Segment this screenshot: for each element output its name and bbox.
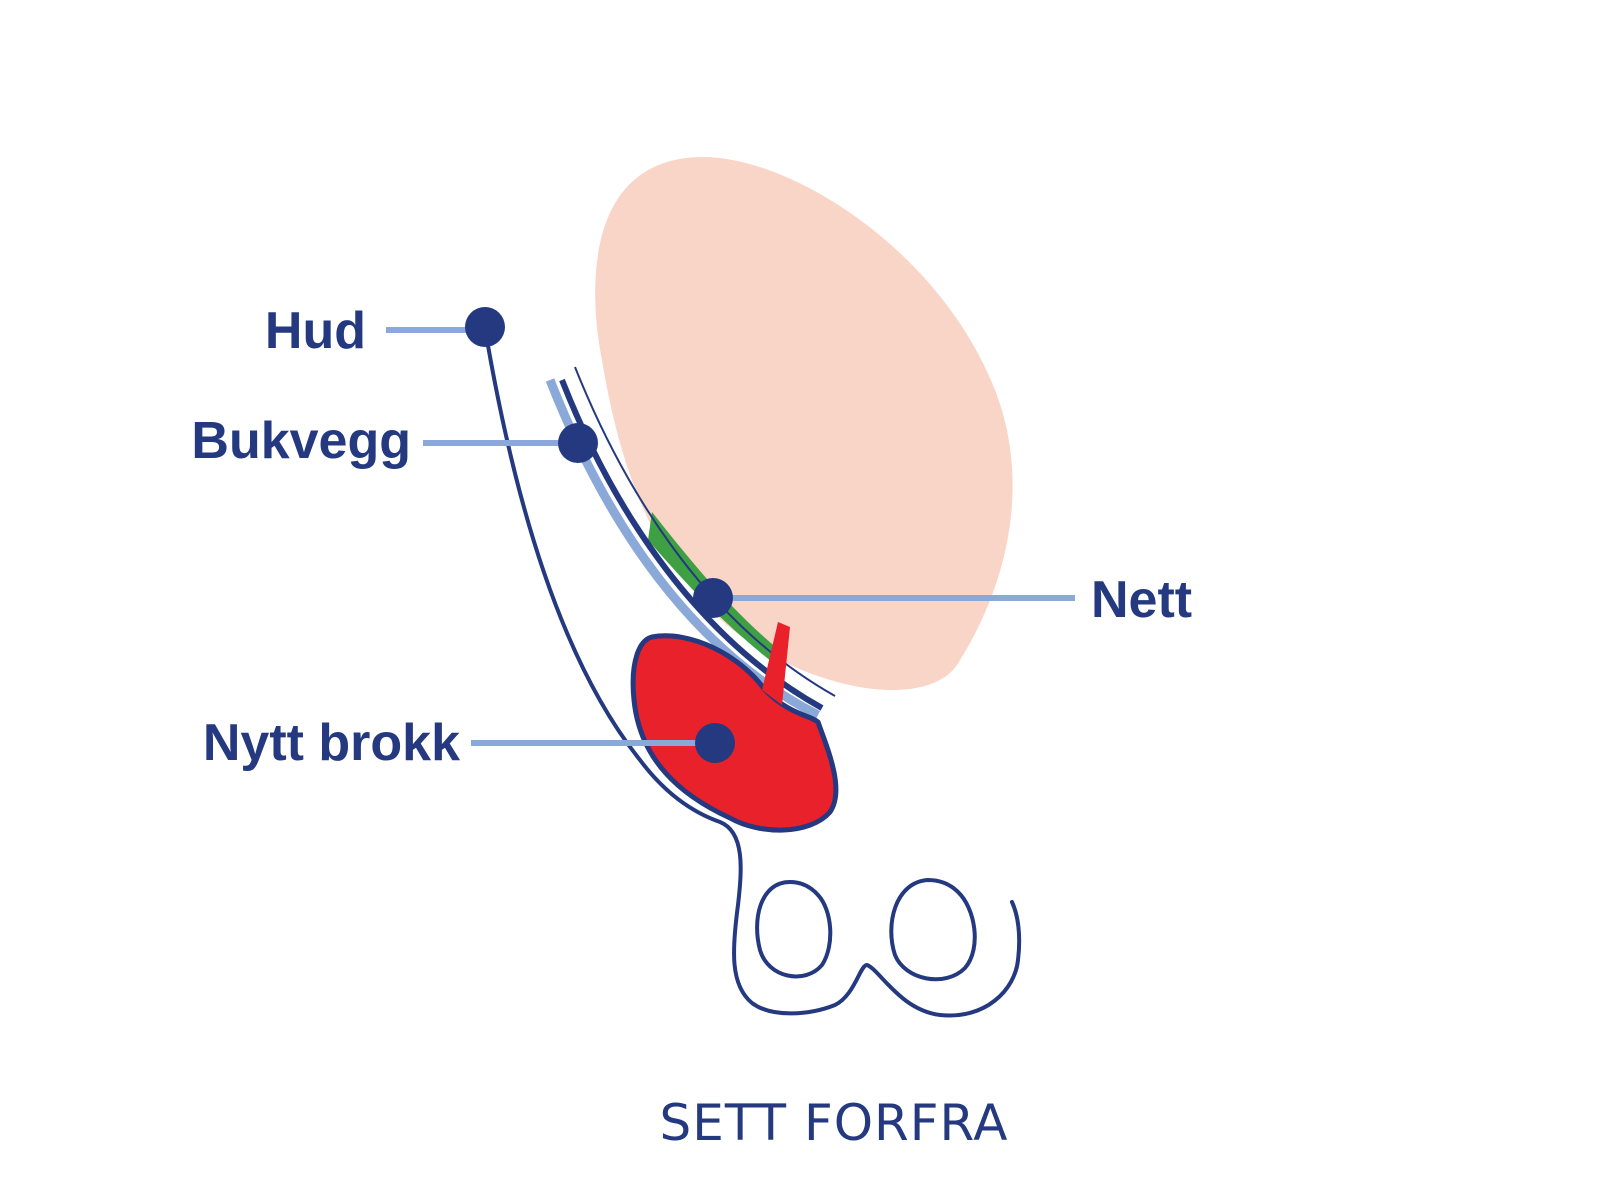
bukvegg-marker-dot xyxy=(558,423,598,463)
nett-marker-dot xyxy=(693,578,733,618)
hud-label: Hud xyxy=(265,302,366,360)
view-caption: SETT FORFRA xyxy=(660,1094,1009,1152)
right-testicle-outline xyxy=(889,877,977,982)
skin-outline xyxy=(485,338,1022,1018)
hud-marker-dot xyxy=(465,307,505,347)
left-testicle-outline xyxy=(755,879,833,979)
mesh-layer xyxy=(648,512,785,662)
organ-shape xyxy=(595,156,1013,691)
nett-label: Nett xyxy=(1091,571,1192,629)
bukvegg-label: Bukvegg xyxy=(191,412,411,470)
nytt-brokk-marker-dot xyxy=(695,723,735,763)
hernia-neck xyxy=(762,622,790,705)
nytt-brokk-label: Nytt brokk xyxy=(203,714,460,772)
